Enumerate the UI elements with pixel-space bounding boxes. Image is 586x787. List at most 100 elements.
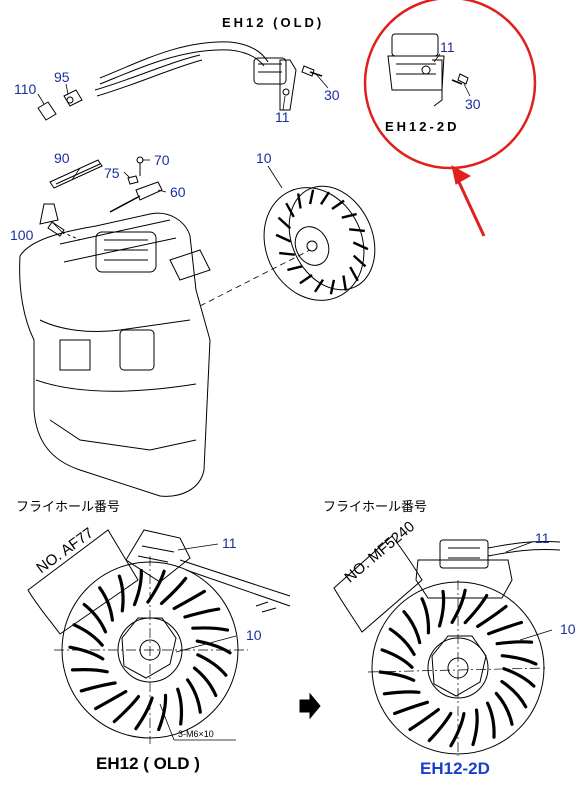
fan-fin [112, 695, 141, 724]
fan-fin [157, 693, 168, 732]
fan-fin [341, 212, 357, 219]
fan-fin [352, 254, 367, 268]
fan-fin [349, 228, 365, 233]
fan-fin [183, 607, 221, 619]
fan-fin [378, 670, 416, 682]
leader-lines-circle [433, 53, 471, 97]
fan-fin [72, 623, 104, 647]
highlight-circle [363, 0, 537, 170]
fan-fin [159, 576, 188, 605]
fan-fin [186, 678, 202, 714]
fan-fin [402, 610, 422, 645]
caption-flywheel-number-old: フライホール番号 [16, 500, 121, 515]
fan-fin [420, 597, 431, 635]
fan-fin [79, 681, 117, 693]
fan-fin [313, 279, 325, 293]
fan-fin [329, 279, 336, 295]
flywheel-top [263, 185, 376, 301]
flywheel-old [54, 529, 291, 744]
fan-fin [486, 701, 496, 739]
fan-fin [68, 645, 105, 661]
fan-fin [495, 640, 534, 646]
spark-plug [39, 203, 81, 241]
fan-fin [94, 689, 128, 711]
fan-fin [427, 711, 453, 743]
label-10-bottom-new: 10 [560, 621, 576, 637]
label-11-old: 11 [275, 109, 290, 125]
fan-fin [134, 696, 154, 731]
fan-fin [70, 668, 109, 674]
fan-fin [450, 588, 467, 624]
label-70: 70 [154, 152, 170, 168]
fan-fin [382, 690, 421, 696]
label-11-bottom-old: 11 [222, 535, 237, 551]
label-100: 100 [10, 227, 34, 243]
fan-fin [449, 712, 466, 748]
label-11-bottom-new: 11 [535, 530, 550, 546]
model-eh12-old: EH12 ( OLD ) [96, 754, 200, 773]
engine-block [19, 212, 211, 497]
title-eh12-old: EH12 (OLD) [222, 15, 325, 30]
fan-fin [297, 193, 302, 209]
label-11-new: 11 [440, 39, 455, 55]
title-eh12-2d: EH12-2D [385, 119, 460, 134]
leader-lines-right [505, 541, 553, 641]
flywheel-new [367, 539, 561, 756]
fan-fin [192, 666, 218, 698]
fan-fin [494, 691, 514, 726]
label-95: 95 [54, 69, 70, 85]
leader-lines-mid [51, 159, 283, 235]
change-arrow [299, 692, 321, 720]
stamp-banner-old [27, 529, 139, 635]
label-30-new: 30 [465, 96, 481, 112]
highlight-arrow [451, 165, 486, 237]
new-ignition-coil [387, 33, 469, 107]
note-bolt-spec: 3-M6×10 [178, 729, 214, 739]
fan-fin [275, 233, 292, 243]
fan-fin [191, 626, 230, 632]
fan-fin [476, 604, 508, 628]
fan-fin [408, 708, 440, 732]
assembly-line [199, 249, 311, 307]
label-10-top: 10 [256, 150, 272, 166]
fan-fin [285, 202, 295, 218]
label-30-old: 30 [324, 87, 340, 103]
fan-fin [502, 667, 536, 688]
label-10-bottom-old: 10 [246, 627, 262, 643]
fan-fin [500, 654, 538, 666]
fan-fin [500, 680, 528, 709]
fan-fin [195, 639, 232, 655]
leader-lines-left [159, 543, 237, 741]
fan-fin [352, 241, 369, 251]
fan-fin [388, 627, 416, 656]
fan-fin [471, 708, 479, 747]
fan-fin [393, 700, 429, 716]
fan-fin [380, 648, 414, 669]
fan-fin [82, 602, 108, 634]
fan-fin [308, 189, 315, 205]
fan-fin [349, 266, 359, 282]
guard-strip [49, 159, 103, 189]
fan-fin [299, 274, 313, 285]
fan-fin [487, 620, 523, 636]
fan-fin [342, 275, 347, 291]
fan-fin [132, 568, 143, 607]
fan-fin [277, 216, 292, 230]
label-75: 75 [104, 165, 120, 181]
label-60: 60 [170, 184, 186, 200]
fan-fin [176, 687, 184, 726]
fan-fin [319, 191, 331, 205]
fan-fin [196, 653, 228, 677]
stamp-banner-new [333, 535, 423, 633]
fan-fin [287, 265, 303, 272]
fan-fin [463, 593, 489, 625]
fan-fin [172, 589, 206, 611]
fan-fin [279, 251, 295, 256]
fan-fin [331, 199, 345, 210]
label-110: 110 [14, 81, 37, 97]
model-eh12-2d: EH12-2D [420, 759, 490, 778]
fan-fin [117, 574, 125, 613]
caption-flywheel-number-new: フライホール番号 [323, 500, 428, 515]
